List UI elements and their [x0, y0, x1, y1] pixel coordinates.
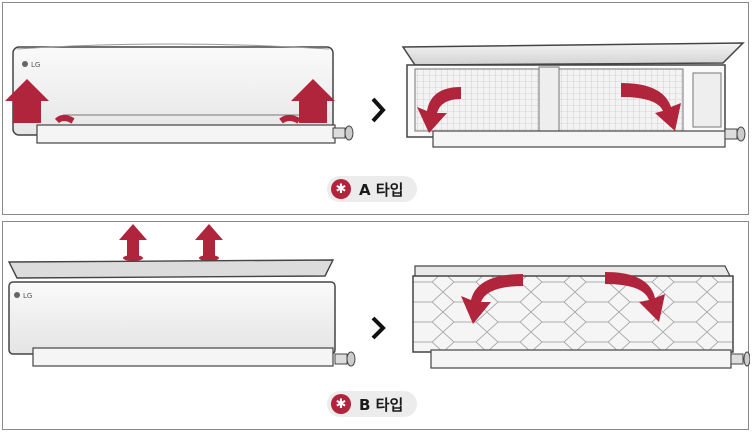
lg-logo: LG: [23, 292, 32, 300]
remove-filter-arrow-icon: [605, 272, 665, 322]
indoor-unit-open: [412, 265, 750, 369]
type-b-illustration: LG: [7, 224, 750, 369]
panel-type-a: LG: [2, 2, 749, 215]
lift-arrow-icon: [195, 224, 223, 256]
remove-filter-arrow-icon: [417, 87, 461, 133]
asterisk-icon: ✱: [331, 179, 351, 199]
lg-logo: LG: [31, 61, 40, 69]
indoor-unit-open: [401, 42, 746, 148]
lift-arrow-icon: [119, 224, 147, 256]
lift-arrow-icon: [291, 79, 335, 123]
remove-filter-arrow-icon: [461, 274, 523, 324]
chevron-right-icon: [371, 316, 386, 340]
type-a-badge: ✱ A 타입: [327, 176, 418, 202]
type-b-label: B 타입: [359, 395, 404, 414]
remove-filter-arrow-icon: [621, 83, 681, 131]
type-a-label: A 타입: [359, 180, 404, 199]
type-b-badge: ✱ B 타입: [327, 391, 418, 417]
chevron-right-icon: [371, 97, 386, 123]
indoor-unit-closed: LG: [5, 43, 354, 144]
type-a-illustration: LG: [5, 42, 746, 148]
indoor-unit-closed: LG: [8, 281, 356, 367]
lift-arrow-icon: [5, 79, 49, 123]
asterisk-icon: ✱: [331, 394, 351, 414]
front-panel-lifted: [7, 259, 335, 279]
